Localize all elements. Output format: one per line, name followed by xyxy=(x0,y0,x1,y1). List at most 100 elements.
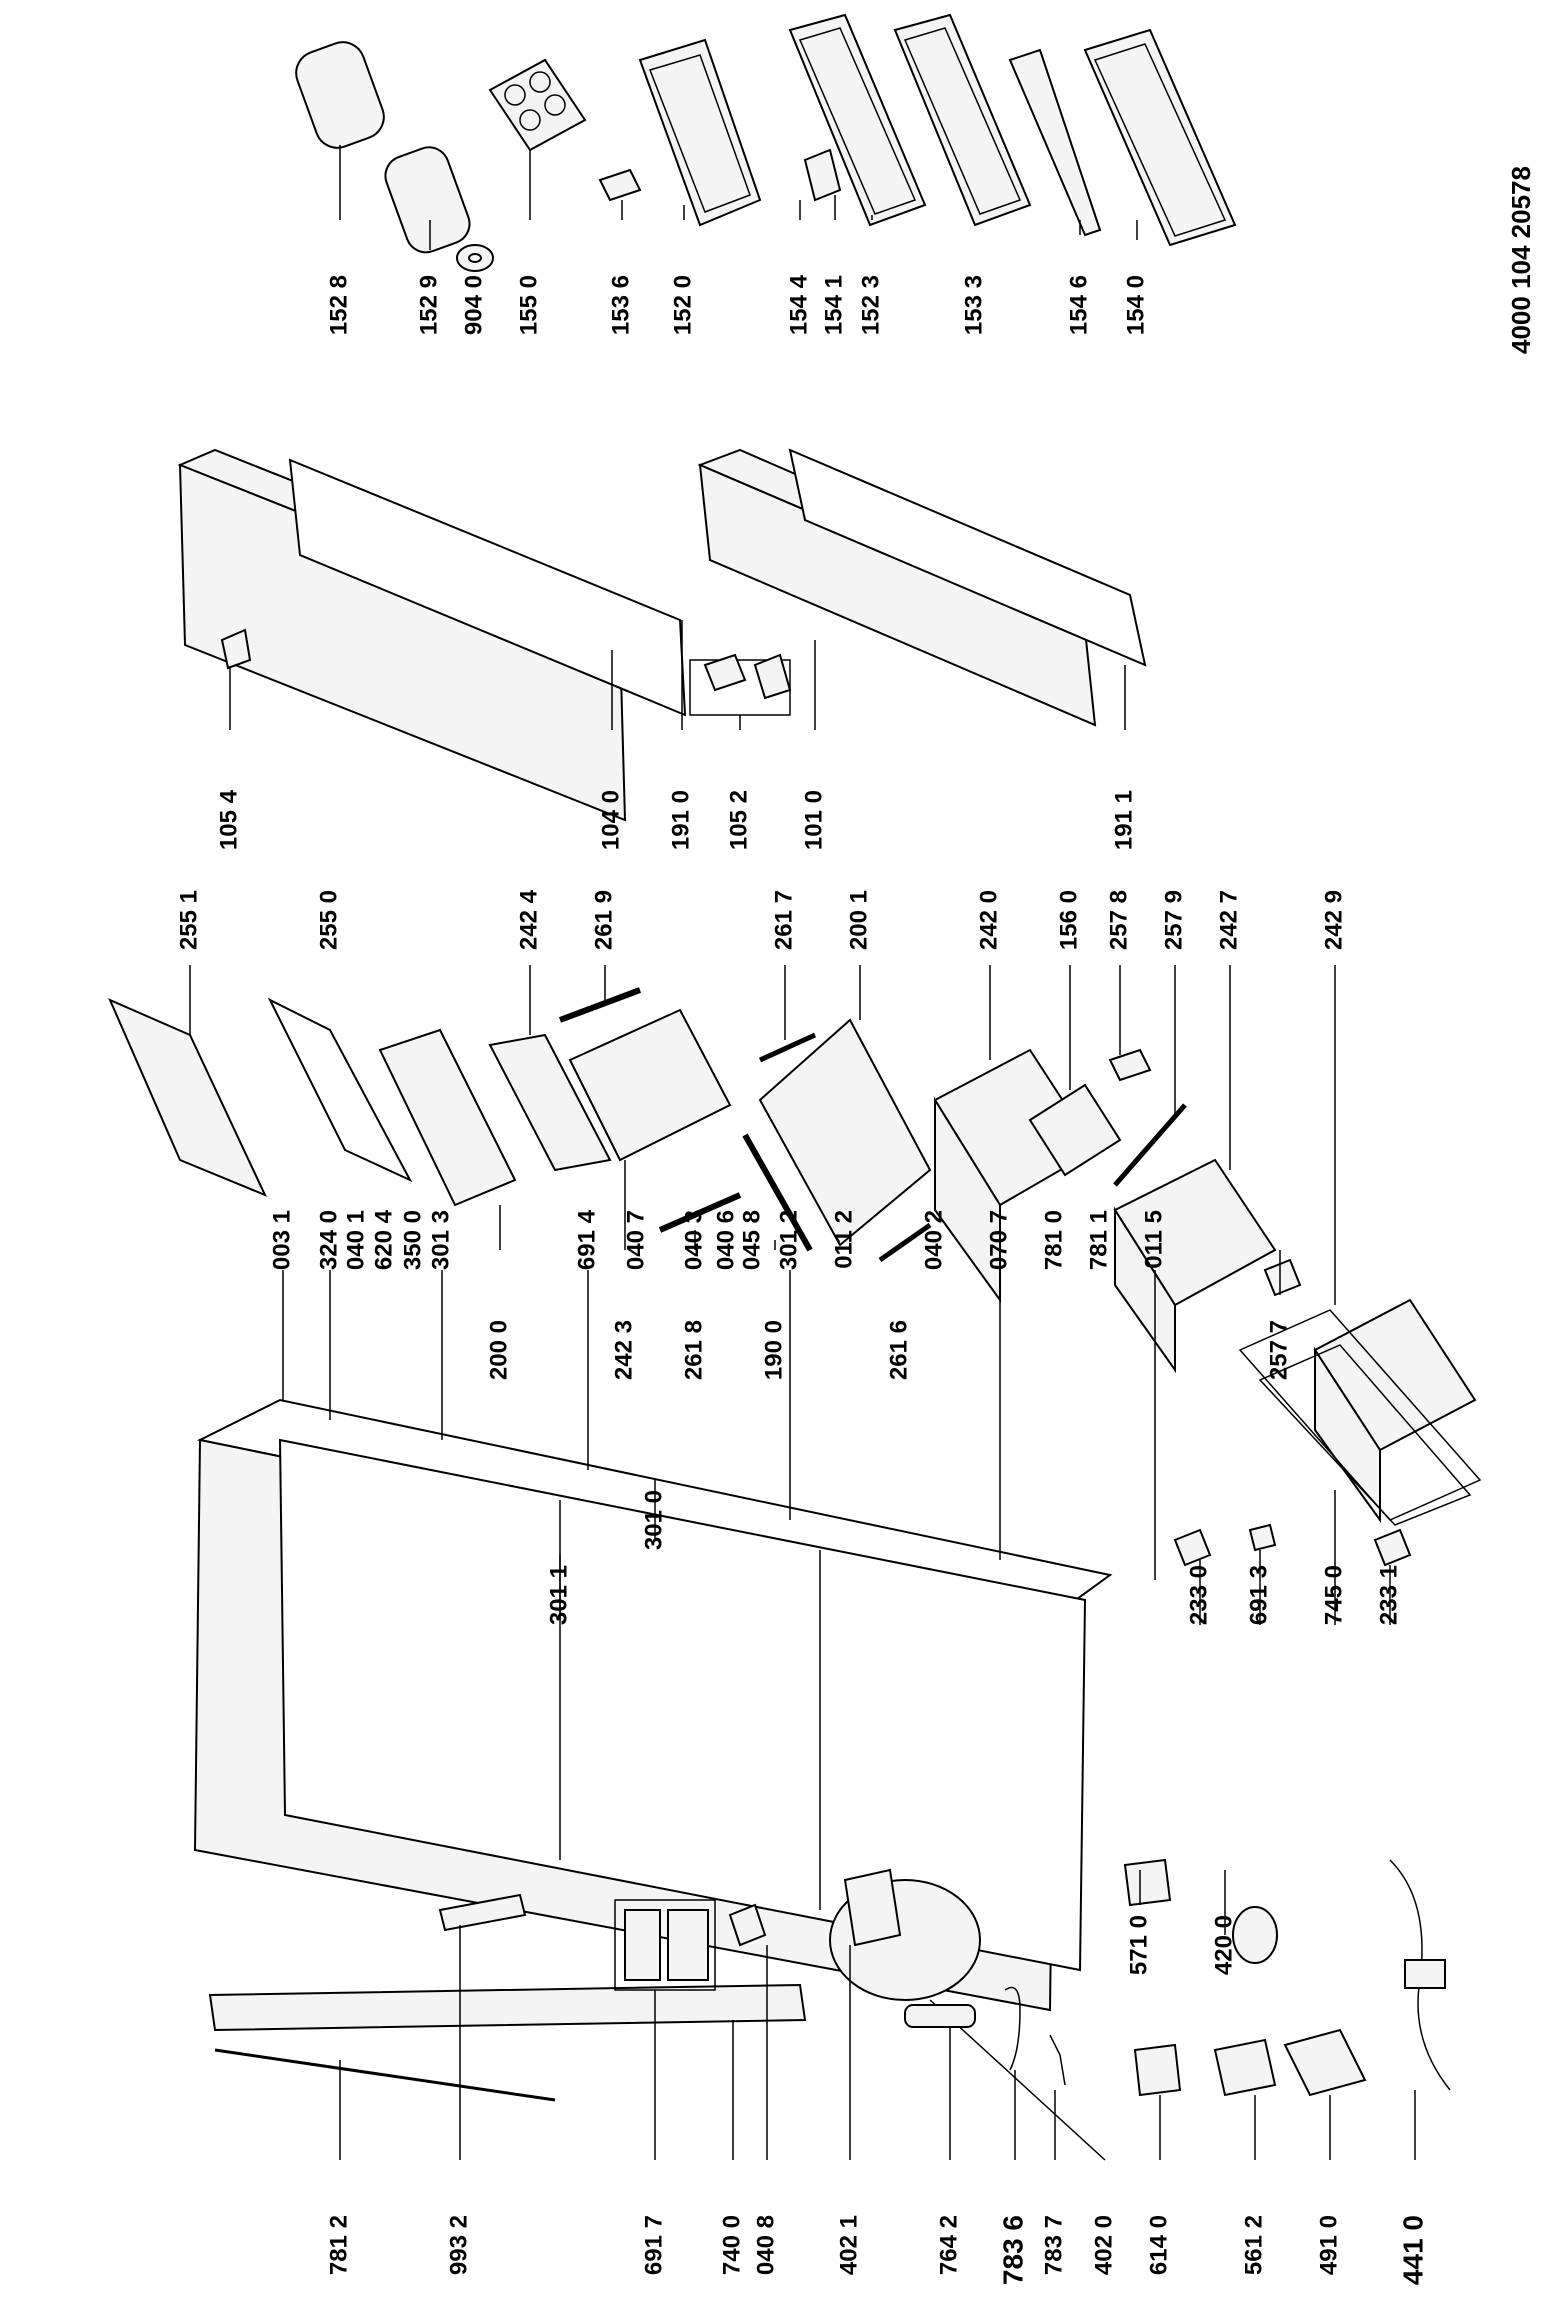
part-callout-label: 040 6 xyxy=(712,1210,739,1270)
glass-plate-part xyxy=(267,997,413,1183)
crisper-drawer-part xyxy=(568,1008,732,1250)
door-bin-lower-part xyxy=(893,13,1032,227)
part-callout-label: 614 0 xyxy=(1145,2215,1172,2275)
part-callout-label: 402 0 xyxy=(1090,2215,1117,2275)
part-callout-label: 040 3 xyxy=(680,1210,707,1270)
thermostat-part xyxy=(438,1893,527,2160)
part-callout-label: 070 7 xyxy=(985,1210,1012,1270)
part-callout-label: 242 9 xyxy=(1320,890,1347,950)
part-callout-label: 257 8 xyxy=(1105,890,1132,950)
bin-bracket-part xyxy=(799,148,842,220)
part-callout-label: 261 8 xyxy=(680,1320,707,1380)
compressor-part xyxy=(829,1868,1106,2161)
small-parts xyxy=(1173,1523,1412,1625)
part-callout-label: 561 2 xyxy=(1240,2215,1267,2275)
part-callout-label: 257 7 xyxy=(1265,1320,1292,1380)
door-bins-group xyxy=(295,13,1237,272)
freezer-door-part xyxy=(697,448,1147,730)
clip-upper-part xyxy=(1108,965,1152,1082)
part-callout-label: 261 9 xyxy=(590,890,617,950)
part-callout-label: 156 0 xyxy=(1055,890,1082,950)
drawer-rail-part xyxy=(1113,965,1187,1187)
part-callout-label: 190 0 xyxy=(760,1320,787,1380)
rail-right-part xyxy=(558,965,642,1023)
cabinet-group xyxy=(193,1270,1482,2012)
machinery-group xyxy=(208,1858,1451,2161)
shelf-trim-part xyxy=(742,1133,813,1252)
part-callout-label: 045 8 xyxy=(738,1210,765,1270)
part-callout-label: 152 0 xyxy=(669,275,696,335)
part-callout-label: 040 1 xyxy=(342,1210,369,1270)
wire-rack-part xyxy=(1238,1309,1482,1625)
part-callout-label: 233 1 xyxy=(1375,1565,1402,1625)
part-callout-label: 301 1 xyxy=(545,1565,572,1625)
part-callout-label: 040 2 xyxy=(920,1210,947,1270)
part-callout-label: 011 2 xyxy=(830,1210,857,1269)
filter-dryer-part xyxy=(904,2004,976,2160)
relay-part xyxy=(1133,2043,1182,2160)
freezer-drawer-mid-part xyxy=(1113,965,1277,1374)
bin-clip-part xyxy=(598,168,642,220)
part-callout-label: 011 5 xyxy=(1140,1210,1167,1269)
part-callout-label: 242 4 xyxy=(515,889,542,950)
part-callout-label: 152 8 xyxy=(325,275,352,335)
door-bin-upper-part xyxy=(638,38,762,227)
power-cord-part xyxy=(1389,1859,1451,2160)
door-stopper-part xyxy=(220,628,252,730)
part-callout-label: 191 0 xyxy=(667,790,694,850)
hinge-set-part xyxy=(689,653,792,730)
part-callout-label: 441 0 xyxy=(1397,2215,1428,2285)
part-callout-label: 691 7 xyxy=(640,2215,667,2275)
part-callout-label: 242 3 xyxy=(610,1320,637,1380)
fridge-door-part xyxy=(177,448,687,822)
part-callout-label: 691 4 xyxy=(573,1209,600,1270)
document-code: 4000 104 20578 xyxy=(1506,166,1536,354)
part-callout-label: 200 0 xyxy=(485,1320,512,1380)
part-callout-label: 153 6 xyxy=(607,275,634,335)
door-bin-bottle-part xyxy=(1083,28,1237,247)
part-callout-label: 040 8 xyxy=(752,2215,779,2275)
glass-shelf-top-part xyxy=(108,965,267,1197)
egg-tray-part xyxy=(488,58,587,220)
capacitor-part xyxy=(1224,1870,1278,1964)
cabinet-leads xyxy=(282,1270,1156,1620)
part-callout-label: 105 4 xyxy=(215,789,242,850)
doors-group xyxy=(177,448,1147,822)
part-callout-label: 152 3 xyxy=(857,275,884,335)
part-callout-label: 154 1 xyxy=(820,275,847,335)
part-callout-label: 783 7 xyxy=(1040,2215,1067,2275)
part-callout-label: 420 0 xyxy=(1210,1915,1237,1975)
part-callout-label: 154 4 xyxy=(785,274,812,335)
part-callout-label: 261 6 xyxy=(885,1320,912,1380)
condenser-part xyxy=(208,1983,807,2160)
part-callout-label: 781 2 xyxy=(325,2215,352,2275)
part-callout-label: 242 7 xyxy=(1215,890,1242,950)
wire-loop-part xyxy=(1004,1986,1021,2160)
part-callout-label: 200 1 xyxy=(845,890,872,950)
part-callout-label: 783 6 xyxy=(997,2215,1028,2285)
capillary-part xyxy=(214,2048,556,2160)
part-callout-label: 257 9 xyxy=(1160,890,1187,950)
bottle-retainer-part xyxy=(1008,48,1102,237)
part-callout-label: 781 1 xyxy=(1085,1210,1112,1270)
part-callout-label: 745 0 xyxy=(1320,1565,1347,1625)
butter-box-part xyxy=(384,146,471,254)
part-callout-label: 301 0 xyxy=(640,1490,667,1550)
part-callout-label: 040 7 xyxy=(622,1210,649,1270)
rail-upper-part xyxy=(758,965,817,1063)
part-callout-label: 904 0 xyxy=(460,275,487,335)
part-callout-label: 255 1 xyxy=(175,890,202,950)
part-callout-label: 324 0 xyxy=(315,1210,342,1270)
part-callout-label: 154 6 xyxy=(1065,275,1092,335)
bracket-part xyxy=(728,1903,768,2160)
rail-lower-part xyxy=(878,1222,932,1263)
part-callout-label: 301 3 xyxy=(427,1210,454,1270)
crisper-cover-part xyxy=(488,965,612,1172)
cover-part xyxy=(1283,2028,1367,2160)
part-callout-label: 191 1 xyxy=(1110,790,1137,850)
part-callout-label: 242 0 xyxy=(975,890,1002,950)
ice-tray-part xyxy=(1028,965,1122,1177)
shelves-group xyxy=(108,965,1477,1524)
